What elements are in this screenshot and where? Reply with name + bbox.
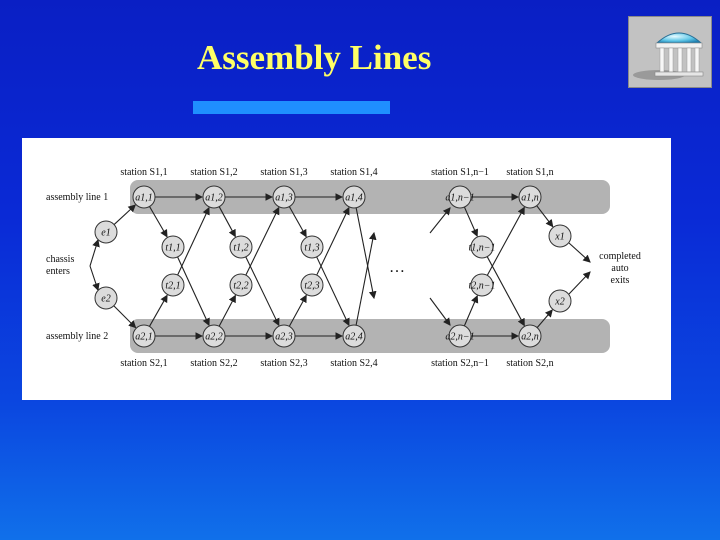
station-label-top: station S1,4 — [330, 167, 377, 178]
title-underline-bar — [193, 101, 390, 114]
entry-node-e2-label: e2 — [101, 294, 110, 305]
chassis-edge — [90, 240, 98, 266]
station-label-top: station S1,1 — [120, 167, 167, 178]
entry-edge — [114, 306, 136, 328]
transfer-edge — [356, 208, 374, 298]
line1-station-node-label: a1,3 — [275, 193, 293, 204]
logo — [628, 16, 712, 88]
transfer-node-top-label: t1,2 — [233, 243, 248, 254]
exit-node-x1-label: x1 — [554, 232, 564, 243]
station-label-bottom: station S2,1 — [120, 358, 167, 369]
station-label-top: station S1,3 — [260, 167, 307, 178]
transfer-node-top-label: t1,3 — [304, 243, 319, 254]
line1-station-node-label: a1,n−1 — [445, 193, 474, 204]
line1-station-node-label: a1,n — [521, 193, 539, 204]
completed-auto-label: auto — [611, 263, 628, 274]
station-label-bottom: station S2,4 — [330, 358, 377, 369]
transfer-node-bottom-label: t2,2 — [233, 281, 248, 292]
exit-node-x2-label: x2 — [554, 297, 564, 308]
chassis-edge — [90, 266, 98, 290]
station-label-bottom: station S2,n−1 — [431, 358, 489, 369]
line2-station-node-label: a2,3 — [275, 332, 293, 343]
transfer-node-bottom-label: t2,3 — [304, 281, 319, 292]
assembly-line-diagram: a1,1 a1,2 a1,3 a1,4 a1,n−1 a1,n a2,1 a2,2 a2,3 a2… — [22, 138, 671, 400]
line1-station-node-label: a1,1 — [135, 193, 153, 204]
line1-station-node-label: a1,2 — [205, 193, 223, 204]
line1-station-node-label: a1,4 — [345, 193, 363, 204]
entry-node-e1-label: e1 — [101, 228, 110, 239]
station-label-bottom: station S2,n — [506, 358, 553, 369]
line2-station-node-label: a2,1 — [135, 332, 153, 343]
transfer-node-top-label: t1,1 — [165, 243, 180, 254]
station-label-bottom: station S2,3 — [260, 358, 307, 369]
transfer-node-bottom-label: t2,n−1 — [468, 281, 495, 292]
entry-edge — [114, 205, 135, 224]
slide-title: Assembly Lines — [197, 38, 431, 78]
exit-edge — [569, 272, 590, 294]
transfer-node-bottom-label: t2,1 — [165, 281, 180, 292]
line2-station-node-label: a2,2 — [205, 332, 223, 343]
station-label-top: station S1,n — [506, 167, 553, 178]
chassis-enters-label: enters — [46, 266, 70, 277]
transfer-edge — [356, 233, 374, 325]
assembly-line-2-label: assembly line 2 — [46, 331, 108, 342]
transfer-edge — [487, 208, 524, 276]
transfer-node-top-label: t1,n−1 — [468, 243, 495, 254]
completed-auto-label: exits — [611, 275, 630, 286]
completed-auto-label: completed — [599, 251, 641, 262]
line2-station-node-label: a2,n — [521, 332, 539, 343]
exit-edge — [569, 243, 590, 262]
rotunda-icon — [629, 17, 711, 87]
ellipsis-label: … — [389, 259, 405, 276]
line2-station-node-label: a2,4 — [345, 332, 363, 343]
line2-station-node-label: a2,n−1 — [445, 332, 474, 343]
assembly-line-1-label: assembly line 1 — [46, 192, 108, 203]
station-label-top: station S1,2 — [190, 167, 237, 178]
chassis-enters-label: chassis — [46, 254, 74, 265]
station-label-bottom: station S2,2 — [190, 358, 237, 369]
station-label-top: station S1,n−1 — [431, 167, 489, 178]
